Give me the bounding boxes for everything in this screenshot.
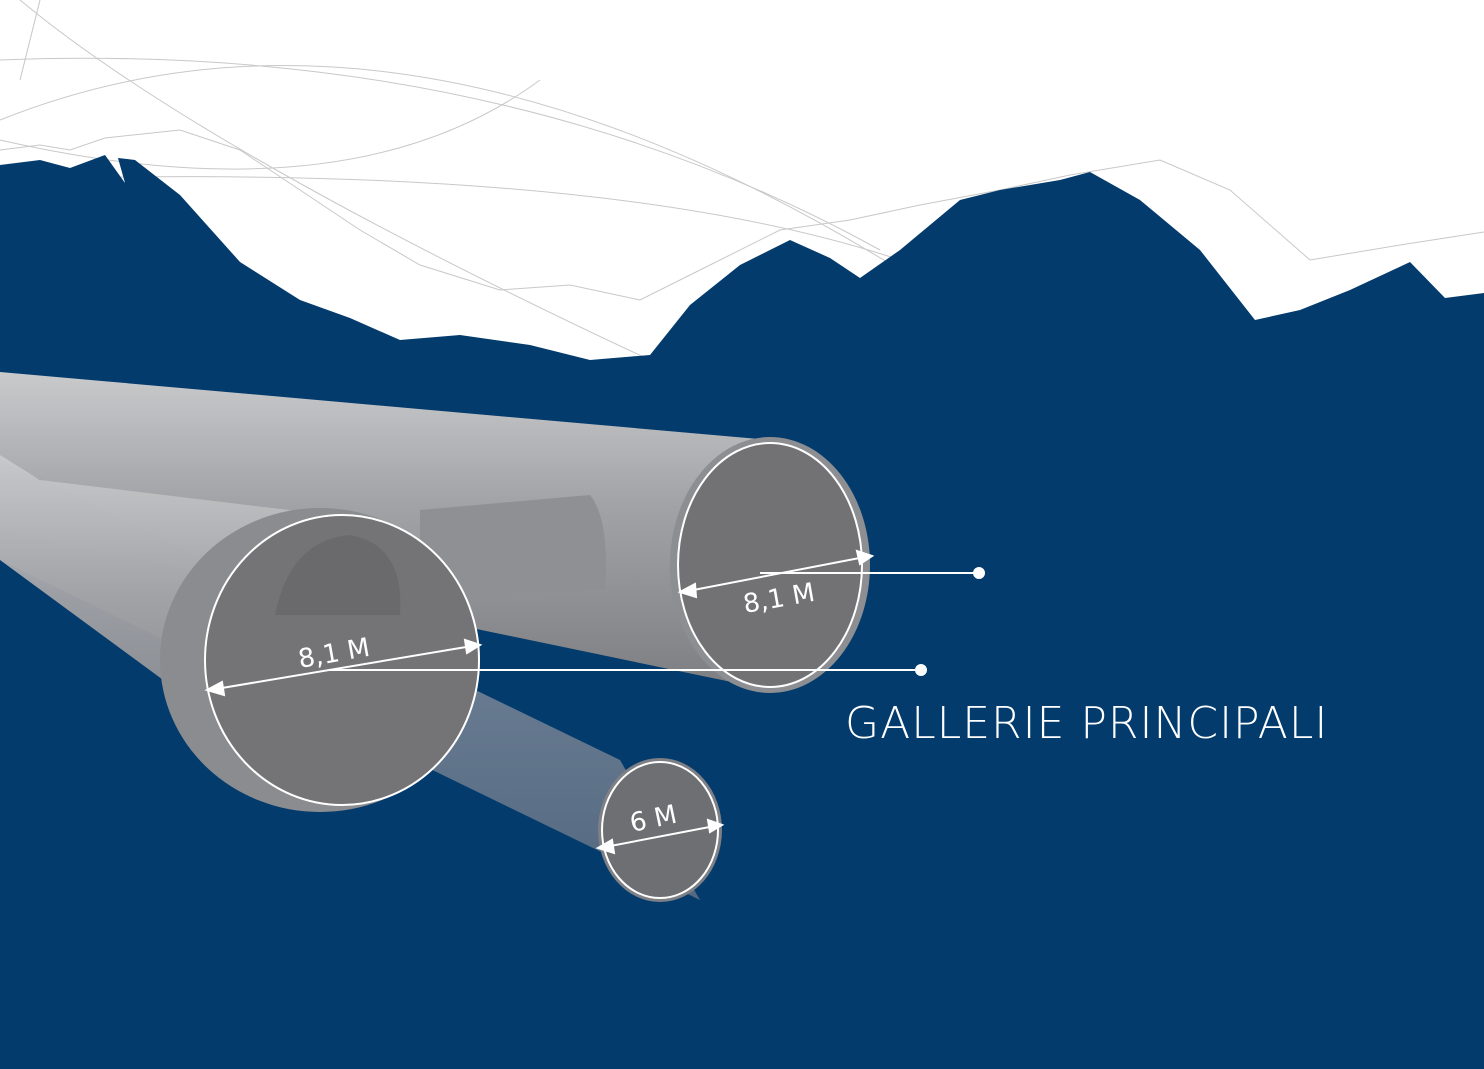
tunnel-front [0, 455, 480, 812]
cross-passage [420, 495, 606, 600]
sky-arc-lines [0, 0, 1484, 361]
leader-lines [330, 567, 985, 676]
diagram-title: GALLERIE PRINCIPALI [845, 698, 1328, 749]
